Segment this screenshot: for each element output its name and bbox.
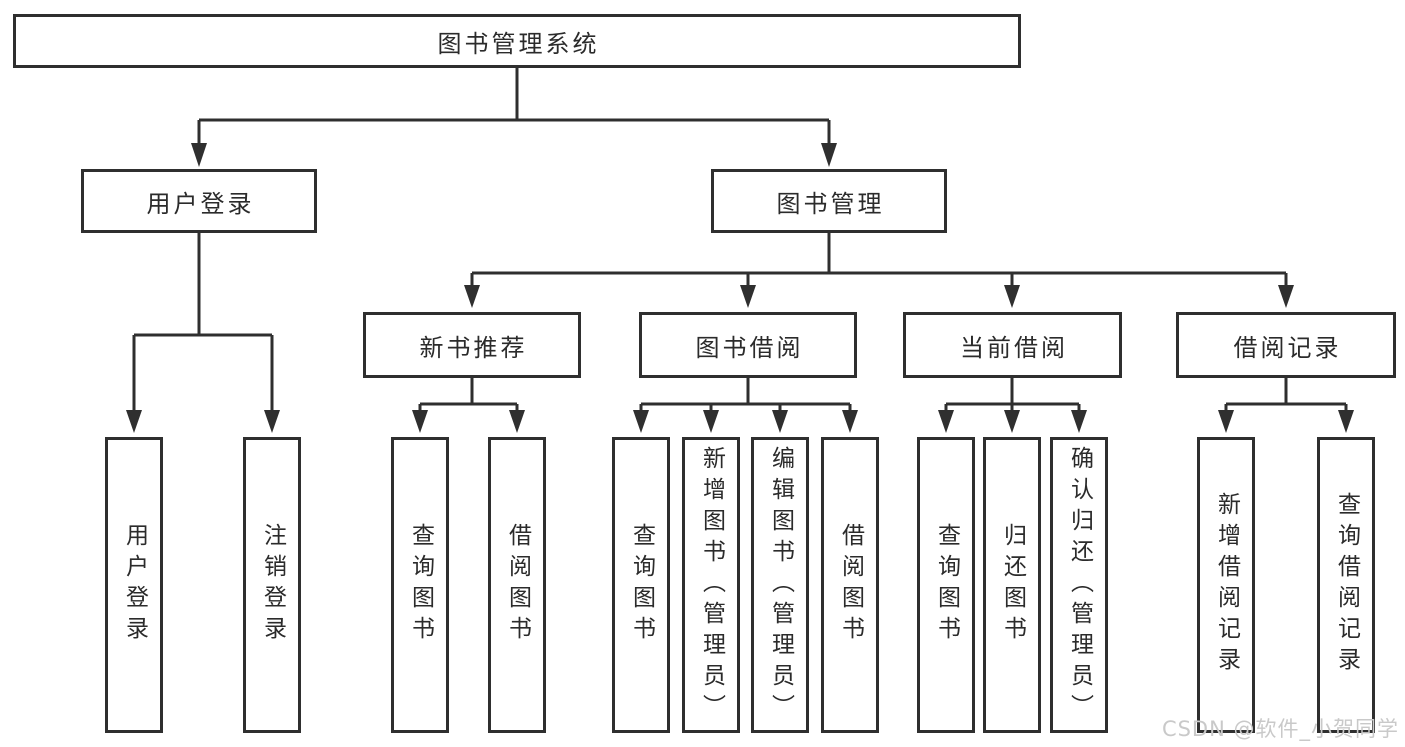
arrowhead-current-borrow-to-leaves bbox=[938, 410, 1087, 433]
leaf-borrow-edit-label: 编辑图书（管理员） bbox=[767, 445, 794, 725]
node-current-borrow-label: 当前借阅 bbox=[960, 333, 1068, 362]
leaf-current-return: 归还图书 bbox=[983, 437, 1041, 733]
leaf-user-login: 用户登录 bbox=[105, 437, 163, 733]
leaf-logout-label: 注销登录 bbox=[259, 523, 286, 647]
leaf-current-confirm-label: 确认归还（管理员） bbox=[1066, 445, 1093, 725]
node-current-borrow: 当前借阅 bbox=[903, 312, 1122, 378]
leaf-borrow-borrow-label: 借阅图书 bbox=[837, 523, 864, 647]
node-book-mgmt: 图书管理 bbox=[711, 169, 947, 233]
leaf-borrow-add-label: 新增图书（管理员） bbox=[698, 445, 725, 725]
arrowhead-book-mgmt-to-level3 bbox=[464, 285, 1294, 308]
connector-new-books-to-leaves bbox=[418, 378, 519, 413]
node-new-books-label: 新书推荐 bbox=[419, 333, 528, 362]
leaf-borrow-query-label: 查询图书 bbox=[628, 523, 655, 647]
connector-user-login-to-leaves bbox=[132, 233, 274, 413]
leaf-newbooks-borrow: 借阅图书 bbox=[488, 437, 546, 733]
leaf-current-query: 查询图书 bbox=[917, 437, 975, 733]
arrowhead-new-books-to-leaves bbox=[412, 410, 525, 433]
node-book-borrow-label: 图书借阅 bbox=[695, 333, 804, 362]
leaf-borrow-edit: 编辑图书（管理员） bbox=[751, 437, 809, 733]
leaf-current-return-label: 归还图书 bbox=[999, 523, 1026, 647]
leaf-records-query: 查询借阅记录 bbox=[1317, 437, 1375, 733]
leaf-records-query-label: 查询借阅记录 bbox=[1333, 492, 1360, 678]
connector-root-to-level2 bbox=[197, 68, 831, 146]
connector-book-borrow-to-leaves bbox=[639, 378, 852, 413]
leaf-records-add-label: 新增借阅记录 bbox=[1213, 492, 1240, 678]
arrowhead-root-to-level2 bbox=[191, 143, 837, 167]
arrowhead-borrow-records-to-leaves bbox=[1218, 410, 1354, 433]
leaf-current-confirm: 确认归还（管理员） bbox=[1050, 437, 1108, 733]
node-borrow-records: 借阅记录 bbox=[1176, 312, 1396, 378]
node-new-books: 新书推荐 bbox=[363, 312, 581, 378]
watermark: CSDN @软件_小贺同学 bbox=[1161, 717, 1399, 741]
leaf-borrow-add: 新增图书（管理员） bbox=[682, 437, 740, 733]
leaf-newbooks-query-label: 查询图书 bbox=[407, 523, 434, 647]
leaf-user-login-label: 用户登录 bbox=[121, 523, 148, 647]
node-book-mgmt-label: 图书管理 bbox=[776, 189, 885, 218]
leaf-borrow-borrow: 借阅图书 bbox=[821, 437, 879, 733]
connector-borrow-records-to-leaves bbox=[1224, 378, 1348, 413]
connector-book-mgmt-to-level3 bbox=[470, 233, 1288, 288]
connector-current-borrow-to-leaves bbox=[944, 378, 1081, 413]
leaf-records-add: 新增借阅记录 bbox=[1197, 437, 1255, 733]
leaf-newbooks-borrow-label: 借阅图书 bbox=[504, 523, 531, 647]
node-user-login: 用户登录 bbox=[81, 169, 317, 233]
leaf-borrow-query: 查询图书 bbox=[612, 437, 670, 733]
node-user-login-label: 用户登录 bbox=[146, 189, 255, 218]
leaf-newbooks-query: 查询图书 bbox=[391, 437, 449, 733]
arrowhead-user-login-to-leaves bbox=[126, 410, 280, 433]
node-book-borrow: 图书借阅 bbox=[639, 312, 857, 378]
arrowhead-book-borrow-to-leaves bbox=[633, 410, 858, 433]
leaf-logout: 注销登录 bbox=[243, 437, 301, 733]
node-root: 图书管理系统 bbox=[13, 14, 1021, 68]
node-borrow-records-label: 借阅记录 bbox=[1233, 333, 1342, 362]
node-root-label: 图书管理系统 bbox=[437, 29, 600, 58]
leaf-current-query-label: 查询图书 bbox=[933, 523, 960, 647]
